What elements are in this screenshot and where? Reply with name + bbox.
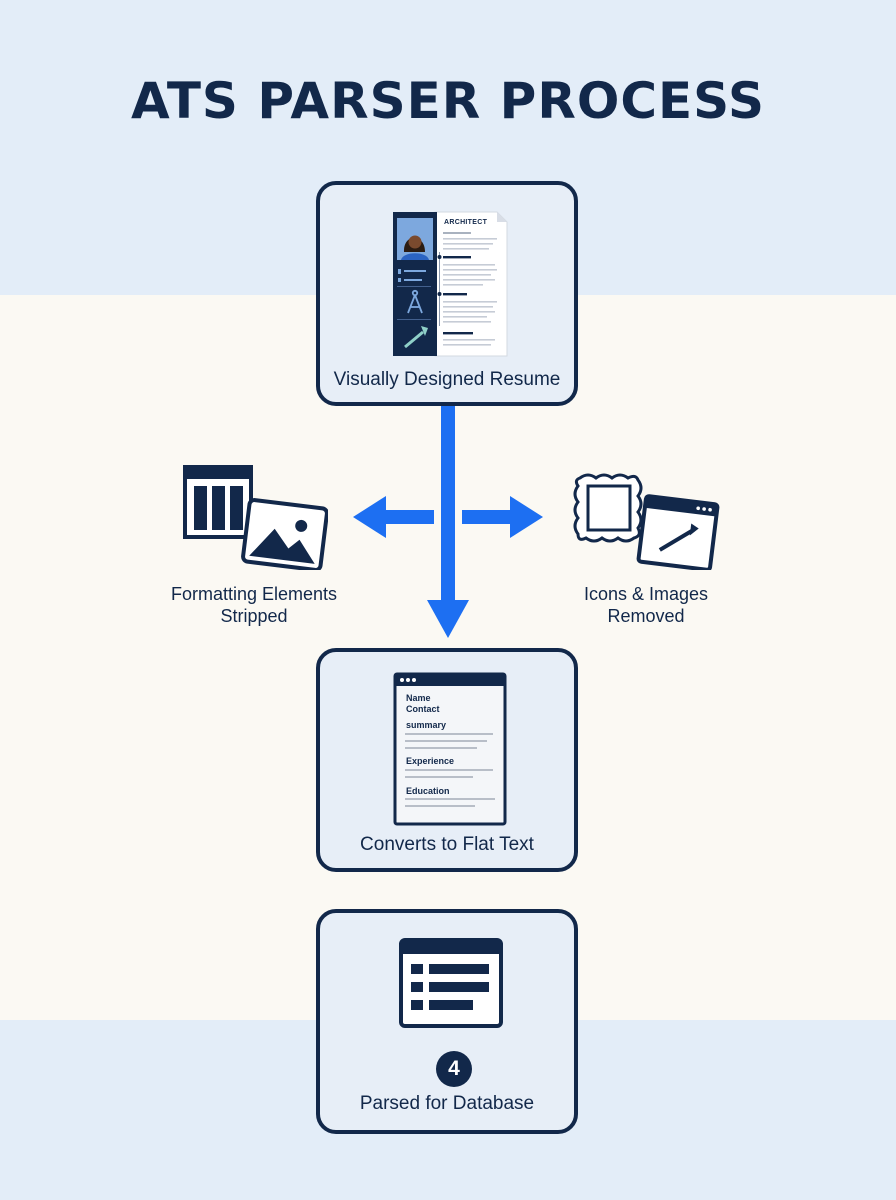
formatting-label-line2: Stripped xyxy=(220,606,288,626)
flat-text-card-label: Converts to Flat Text xyxy=(360,834,534,855)
step-number-badge: 4 xyxy=(436,1051,472,1087)
left-arrow-shaft xyxy=(384,510,434,524)
columns-layout-icon xyxy=(183,465,253,539)
resume-card: ARCHITECT Visually Designed Resume xyxy=(316,181,578,406)
main-arrow-head xyxy=(427,600,469,638)
trowel-icon xyxy=(404,326,428,349)
formatting-label: Formatting Elements Stripped xyxy=(144,583,364,627)
person-icon xyxy=(397,218,433,260)
resume-illustration xyxy=(393,211,508,357)
icons-images-icons xyxy=(573,473,720,570)
page-title: ATS PARSER PROCESS xyxy=(131,72,765,130)
flat-text-card: Name Contact summary Experience Educatio… xyxy=(316,648,578,872)
resume-card-label: Visually Designed Resume xyxy=(333,369,561,390)
left-arrow-head xyxy=(353,496,386,538)
database-table-icon xyxy=(399,938,503,1028)
icons-images-label-line1: Icons & Images xyxy=(583,584,709,604)
flat-text-name: Name xyxy=(406,693,431,703)
flat-text-summary: summary xyxy=(406,720,447,730)
email-icon xyxy=(398,278,422,282)
right-arrow-head xyxy=(510,496,543,538)
right-arrow-shaft xyxy=(462,510,512,524)
icons-images-label: Icons & Images Removed xyxy=(536,583,756,627)
flat-text-education: Education xyxy=(406,786,450,796)
icons-images-label-line2: Removed xyxy=(607,606,685,626)
flat-text-document-icon xyxy=(393,672,507,826)
flat-text-contact: Contact xyxy=(406,704,440,714)
parsed-card: 4 Parsed for Database xyxy=(316,909,578,1134)
formatting-label-line1: Formatting Elements xyxy=(170,584,338,604)
photo-frame-icon xyxy=(573,473,643,543)
landscape-image-icon xyxy=(241,498,328,570)
browser-window-icon xyxy=(636,494,720,570)
flat-text-experience: Experience xyxy=(406,756,455,766)
phone-icon xyxy=(398,269,426,274)
parsed-card-label: Parsed for Database xyxy=(359,1093,535,1114)
formatting-icons xyxy=(183,465,328,570)
compass-icon xyxy=(407,289,423,314)
resume-doc-title: ARCHITECT xyxy=(444,219,488,226)
main-arrow-shaft xyxy=(441,405,455,603)
